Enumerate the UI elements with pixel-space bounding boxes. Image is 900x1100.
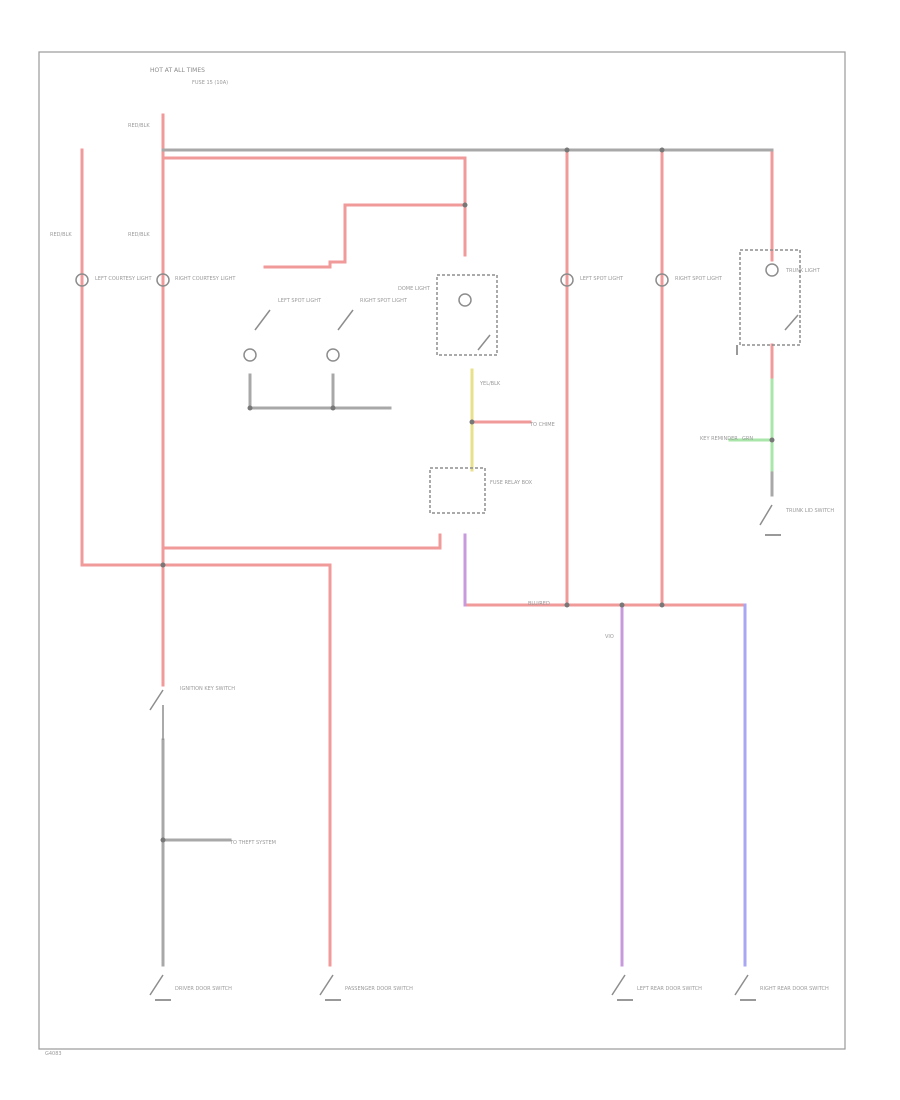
splice-dots (160, 147, 775, 843)
right-courtesy-label: RIGHT COURTESY LIGHT (175, 276, 236, 282)
trunk-light-label: TRUNK LIGHT (785, 268, 821, 274)
wire-label-3: RED/BLK (128, 123, 150, 129)
dome-light-box (436, 274, 498, 356)
wire-grn-label: GRN (742, 436, 753, 442)
hot-at-all-times-label: HOT AT ALL TIMES (150, 67, 205, 74)
fuse-box-label: FUSE 15 (10A) (192, 80, 228, 86)
key-reminder-label: KEY REMINDER (700, 436, 738, 442)
wire-blu-red-label: BLU/RED (528, 601, 550, 607)
left-courtesy-label: LEFT COURTESY LIGHT (95, 276, 152, 282)
fuse-relay-box (429, 467, 486, 514)
page-reference: G4083 (45, 1051, 62, 1057)
to-chime-label: TO CHIME (529, 422, 555, 428)
driver-door-switch-label: DRIVER DOOR SWITCH (175, 986, 232, 992)
to-theft-system-label: TO THEFT SYSTEM (229, 840, 276, 846)
left-spot-label: LEFT SPOT LIGHT (278, 298, 322, 304)
bulb-icons (75, 263, 779, 362)
left-spot-rear-label: LEFT SPOT LIGHT (580, 276, 624, 282)
wire-label-2: RED/BLK (128, 232, 150, 238)
wire-yel-blk-label: YEL/BLK (479, 381, 501, 387)
diagram-frame (38, 51, 846, 1050)
left-rear-door-switch-label: LEFT REAR DOOR SWITCH (637, 986, 702, 992)
passenger-door-switch-label: PASSENGER DOOR SWITCH (345, 986, 413, 992)
wire-vio-label: VIO (605, 634, 614, 640)
trunk-lid-switch-label: TRUNK LID SWITCH (785, 508, 834, 514)
wire-label-1: RED/BLK (50, 232, 72, 238)
ground-icons (155, 345, 781, 1001)
right-spot-rear-label: RIGHT SPOT LIGHT (675, 276, 723, 282)
red-wires (80, 113, 774, 967)
dome-light-label: DOME LIGHT (398, 286, 431, 292)
fuse-relay-box-label: FUSE RELAY BOX (490, 480, 533, 486)
ignition-key-switch-label: IGNITION KEY SWITCH (180, 686, 235, 692)
right-spot-label: RIGHT SPOT LIGHT (360, 298, 408, 304)
gray-wires (161, 148, 774, 967)
switch-icons (149, 309, 799, 996)
right-rear-door-switch-label: RIGHT REAR DOOR SWITCH (760, 986, 829, 992)
trunk-light-box (739, 249, 801, 346)
